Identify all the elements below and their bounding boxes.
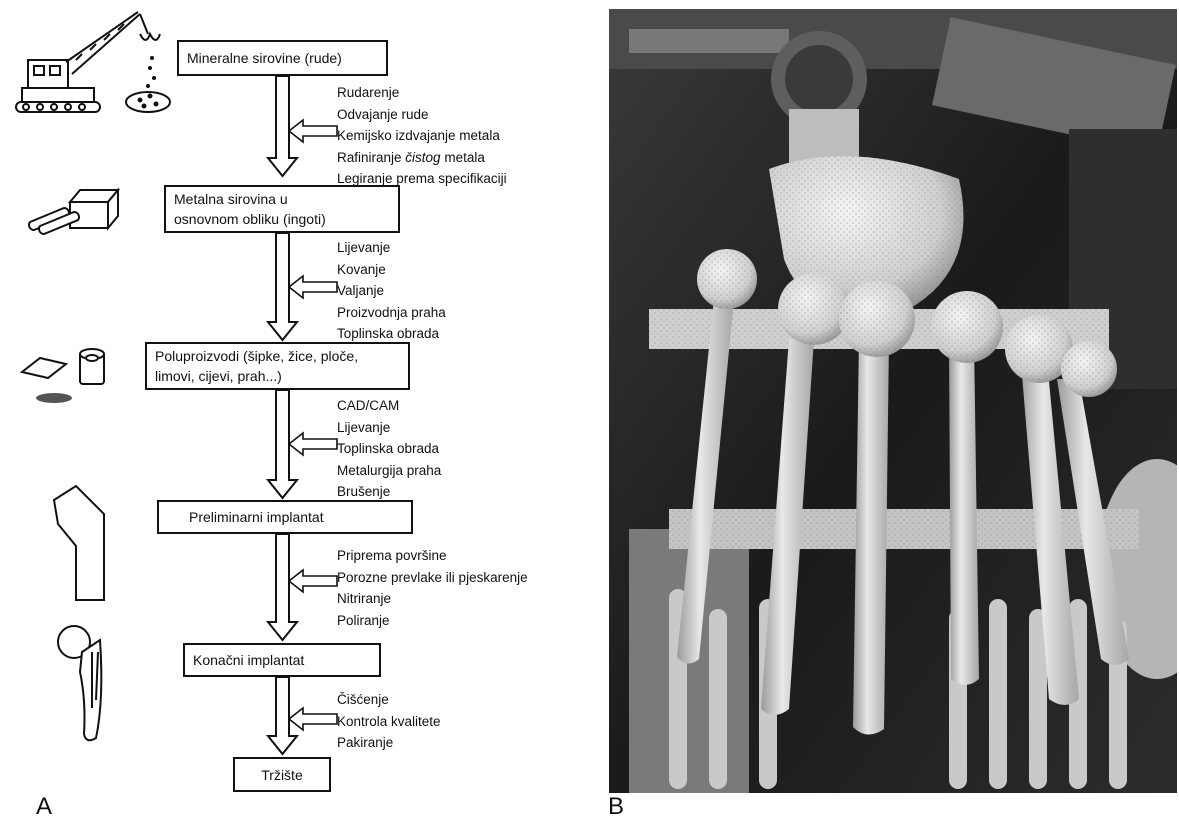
process-group-4: Priprema površine Porozne prevlake ili p… xyxy=(337,545,528,631)
semi-products-icon xyxy=(22,349,104,403)
stage-label-2a: Metalna sirovina u xyxy=(174,189,288,209)
input-arrow-2 xyxy=(289,276,337,298)
stage-box-3: Poluproizvodi (šipke, žice, ploče, limov… xyxy=(145,342,410,390)
stage-box-4: Preliminarni implantat xyxy=(157,500,413,534)
input-arrow-4 xyxy=(289,570,337,592)
process-item: Kovanje xyxy=(337,259,446,281)
stage-label-3a: Poluproizvodi (šipke, žice, ploče, xyxy=(155,346,358,366)
stage-label-2b: osnovnom obliku (ingoti) xyxy=(174,209,326,229)
process-item-rafiniranje: Rafiniranje čistog metala xyxy=(337,147,507,169)
casting-tree-photo xyxy=(609,9,1177,793)
process-group-5: Čišćenje Kontrola kvalitete Pakiranje xyxy=(337,689,441,754)
stage-box-1: Mineralne sirovine (rude) xyxy=(177,40,388,76)
process-item: Lijevanje xyxy=(337,237,446,259)
process-item: Odvajanje rude xyxy=(337,104,507,126)
input-arrow-5 xyxy=(289,708,337,730)
stage-label-3b: limovi, cijevi, prah...) xyxy=(155,366,282,386)
panel-label-b: B xyxy=(608,793,624,821)
main-arrow-1 xyxy=(268,76,297,176)
process-item: Valjanje xyxy=(337,280,446,302)
input-arrow-3 xyxy=(289,433,337,455)
process-group-2: Lijevanje Kovanje Valjanje Proizvodnja p… xyxy=(337,237,446,345)
process-item: Priprema površine xyxy=(337,545,528,567)
stage-box-2: Metalna sirovina u osnovnom obliku (ingo… xyxy=(164,185,400,233)
input-arrow-1 xyxy=(289,120,337,142)
stage-box-6: Tržište xyxy=(233,757,331,792)
process-item: Kontrola kvalitete xyxy=(337,711,441,733)
process-item: Brušenje xyxy=(337,481,441,503)
ingots-icon xyxy=(29,190,118,234)
preliminary-implant-icon xyxy=(54,486,104,600)
process-item: Porozne prevlake ili pjeskarenje xyxy=(337,567,528,589)
stage-label-6: Tržište xyxy=(261,765,302,785)
process-item: Poliranje xyxy=(337,610,528,632)
process-item: Legiranje prema specifikaciji xyxy=(337,168,507,190)
process-item: Lijevanje xyxy=(337,417,441,439)
crane-icon xyxy=(16,12,170,112)
hip-implant-icon xyxy=(58,626,101,740)
main-arrow-4 xyxy=(268,534,297,640)
process-item: Toplinska obrada xyxy=(337,323,446,345)
process-item: Toplinska obrada xyxy=(337,438,441,460)
stage-box-5: Konačni implantat xyxy=(183,643,381,677)
panel-label-a: A xyxy=(36,793,52,821)
process-item: Pakiranje xyxy=(337,732,441,754)
stage-label-1: Mineralne sirovine (rude) xyxy=(187,48,342,68)
process-item: CAD/CAM xyxy=(337,395,441,417)
process-group-3: CAD/CAM Lijevanje Toplinska obrada Metal… xyxy=(337,395,441,503)
process-item: Rudarenje xyxy=(337,82,507,104)
process-item: Kemijsko izdvajanje metala xyxy=(337,125,507,147)
process-item: Nitriranje xyxy=(337,588,528,610)
stage-label-5: Konačni implantat xyxy=(193,650,304,670)
process-item: Proizvodnja praha xyxy=(337,302,446,324)
process-group-1: Rudarenje Odvajanje rude Kemijsko izdvaj… xyxy=(337,82,507,190)
stage-label-4: Preliminarni implantat xyxy=(167,507,324,527)
process-item: Metalurgija praha xyxy=(337,460,441,482)
process-item: Čišćenje xyxy=(337,689,441,711)
casting-tree-illustration xyxy=(609,9,1177,793)
